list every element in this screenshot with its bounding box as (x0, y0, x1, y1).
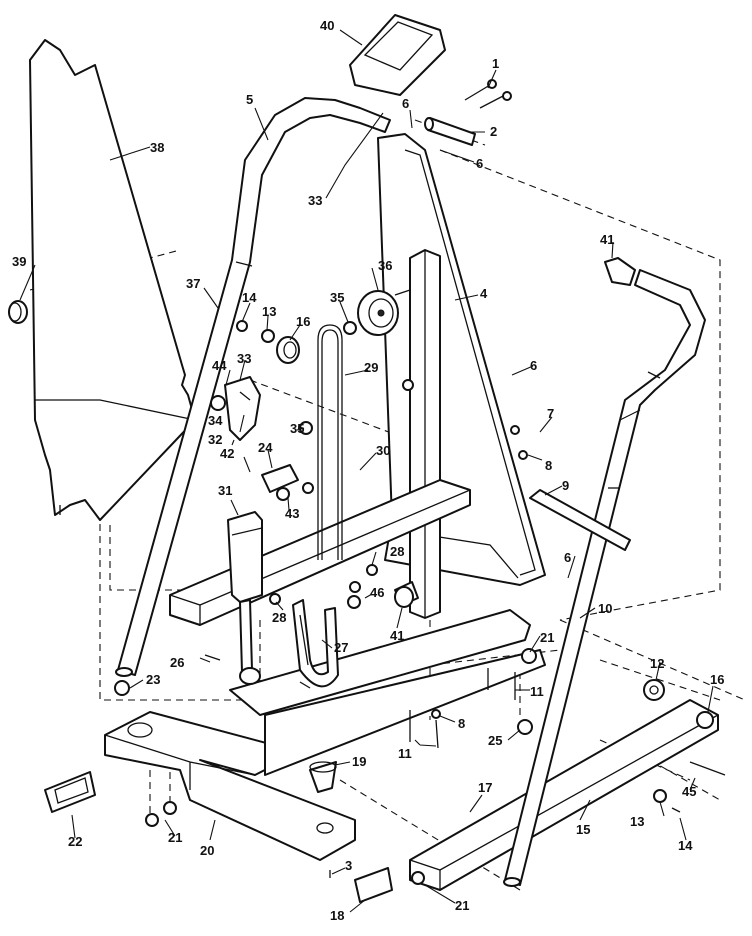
console-40 (349, 14, 446, 96)
callout-12: 12 (650, 656, 664, 671)
rear-stabilizer (409, 699, 719, 891)
callout-30: 30 (376, 443, 390, 458)
base-plate (229, 609, 531, 716)
callout-38: 38 (150, 140, 164, 155)
callout-28b: 28 (272, 610, 286, 625)
callout-45: 45 (682, 784, 696, 799)
callout-23: 23 (146, 672, 160, 687)
left-handlebar (115, 97, 391, 677)
callout-6a: 6 (402, 96, 409, 111)
callout-41b: 41 (390, 628, 404, 643)
callout-26: 26 (170, 655, 184, 670)
pin-2 (424, 117, 476, 146)
callout-44: 44 (212, 358, 227, 373)
callout-6c: 6 (530, 358, 537, 373)
callout-36: 36 (378, 258, 392, 273)
callout-33a: 33 (308, 193, 322, 208)
callout-14b: 14 (678, 838, 693, 853)
callout-21c: 21 (455, 898, 469, 913)
callout-39: 39 (12, 254, 26, 269)
callout-40: 40 (320, 18, 334, 33)
callout-9: 9 (562, 478, 569, 493)
pulley-16 (276, 336, 300, 364)
callout-13b: 13 (630, 814, 644, 829)
callout-16a: 16 (296, 314, 310, 329)
rod-9 (529, 489, 631, 551)
callout-8a: 8 (545, 458, 552, 473)
callout-6d: 6 (564, 550, 571, 565)
callout-25: 25 (488, 733, 502, 748)
callout-28a: 28 (390, 544, 404, 559)
chain-27 (292, 599, 339, 688)
callout-13a: 13 (262, 304, 276, 319)
callout-8b: 8 (458, 716, 465, 731)
callout-2: 2 (490, 124, 497, 139)
callout-18: 18 (330, 908, 344, 923)
bracket-24 (261, 464, 299, 493)
callout-27: 27 (334, 640, 348, 655)
handle-end-cap-41 (604, 257, 636, 286)
callout-42: 42 (220, 446, 234, 461)
callout-22: 22 (68, 834, 82, 849)
callout-15: 15 (576, 822, 590, 837)
callout-35b: 35 (290, 421, 304, 436)
callout-21a: 21 (540, 630, 554, 645)
bolts-1 (464, 79, 512, 109)
callout-16b: 16 (710, 672, 724, 687)
callout-14a: 14 (242, 290, 257, 305)
callout-4: 4 (480, 286, 488, 301)
callout-19: 19 (352, 754, 366, 769)
callout-11b: 11 (398, 746, 412, 761)
roller-46 (394, 581, 419, 608)
callout-32: 32 (208, 432, 222, 447)
front-base-beam (104, 649, 546, 861)
callout-24: 24 (258, 440, 273, 455)
leader-lines (19, 29, 714, 913)
callout-17: 17 (478, 780, 492, 795)
callout-1: 1 (492, 56, 499, 71)
callout-20: 20 (200, 843, 214, 858)
bracket-32 (224, 376, 261, 441)
cylinder-31 (227, 511, 263, 685)
callout-11a: 11 (530, 684, 544, 699)
knob-39 (8, 300, 28, 324)
callout-7: 7 (547, 406, 554, 421)
callout-35a: 35 (330, 290, 344, 305)
callout-33b: 33 (237, 351, 251, 366)
callout-3: 3 (345, 858, 352, 873)
callout-31: 31 (218, 483, 232, 498)
callout-6b: 6 (476, 156, 483, 171)
hardware (114, 320, 726, 885)
cup-19 (309, 761, 337, 793)
callout-5a: 5 (246, 92, 253, 107)
right-handlebar (503, 269, 706, 887)
callout-21b: 21 (168, 830, 182, 845)
callout-labels: 40 1 6 2 6 5 38 33 41 39 36 37 4 35 14 1… (12, 18, 724, 923)
end-cap-22 (44, 771, 96, 813)
callout-37: 37 (186, 276, 200, 291)
callout-29: 29 (364, 360, 378, 375)
callout-10: 10 (598, 601, 612, 616)
pulley-36 (357, 289, 411, 336)
cable-29 (317, 324, 343, 560)
shroud-panel (29, 39, 196, 521)
callout-43: 43 (285, 506, 299, 521)
callout-34: 34 (208, 413, 223, 428)
vertical-post (409, 249, 441, 619)
callout-46: 46 (370, 585, 384, 600)
end-cap-18 (354, 867, 393, 903)
callout-41a: 41 (600, 232, 614, 247)
